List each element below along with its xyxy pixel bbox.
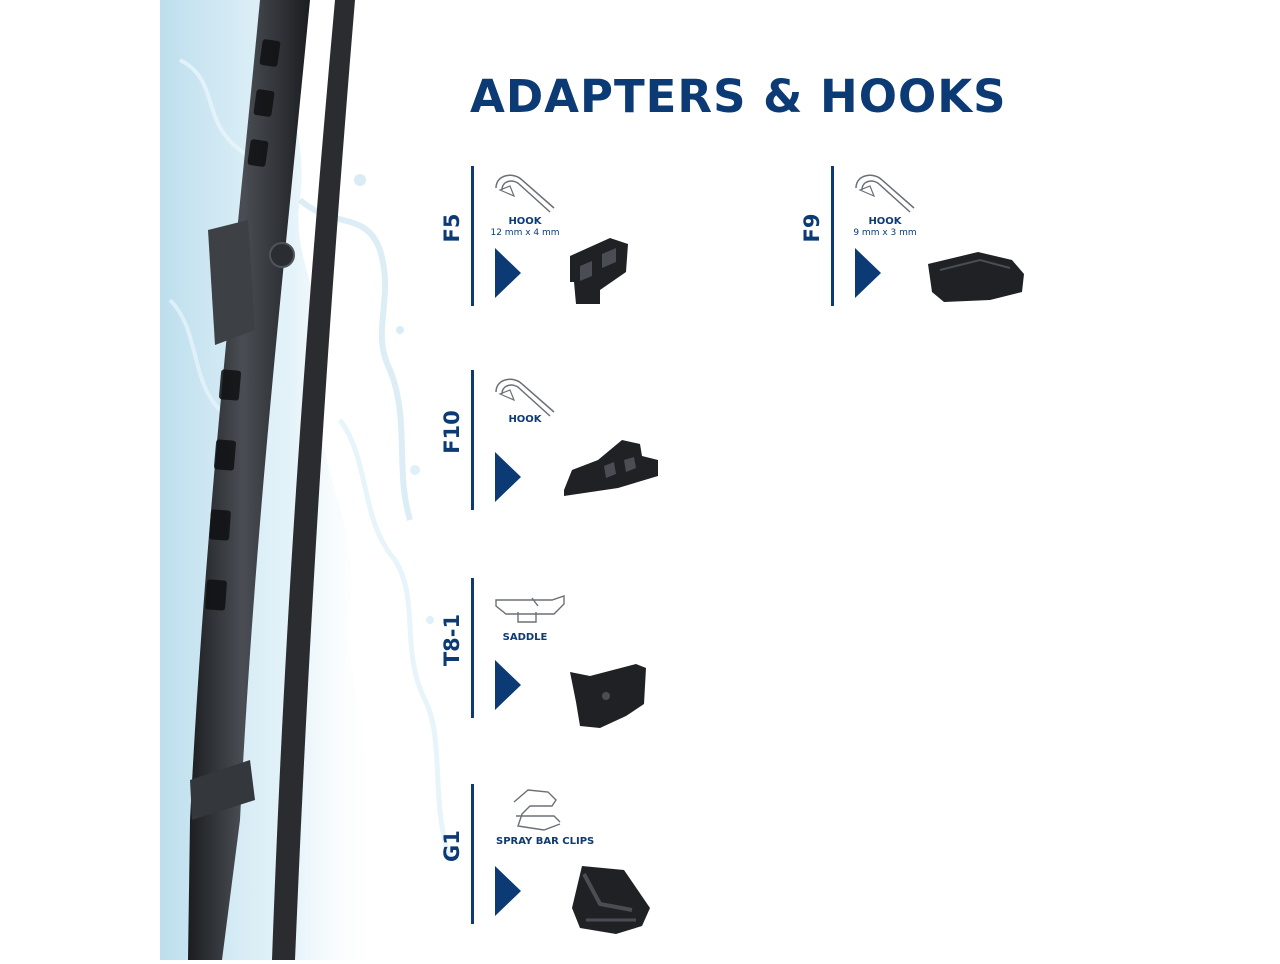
adapter-f5: F5 HOOK 12 mm x 4 mm — [440, 166, 640, 308]
adapter-dimensions: 9 mm x 3 mm — [853, 228, 917, 238]
adapter-f10: F10 HOOK — [440, 370, 658, 512]
arrow-right-icon — [495, 660, 521, 710]
adapter-type-label: SADDLE — [502, 632, 548, 643]
adapter-type-label: HOOK — [508, 414, 542, 425]
adapter-g1: G1 SPRAY BAR CLIPS — [440, 784, 650, 934]
hook-icon — [855, 174, 915, 213]
saddle-icon — [495, 595, 565, 623]
divider-bar — [471, 370, 474, 510]
hook-icon — [495, 174, 555, 213]
adapter-part-icon — [570, 238, 628, 304]
adapter-part-icon — [570, 664, 646, 728]
arrow-right-icon — [495, 248, 521, 298]
divider-bar — [831, 166, 834, 306]
divider-bar — [471, 784, 474, 924]
adapter-type-label: HOOK — [868, 216, 902, 227]
adapter-code: F10 — [440, 410, 464, 454]
arrow-right-icon — [855, 248, 881, 298]
adapter-type-label: SPRAY BAR CLIPS — [496, 836, 595, 847]
arrow-right-icon — [495, 452, 521, 502]
adapter-dimensions: 12 mm x 4 mm — [490, 228, 560, 238]
adapter-code: G1 — [440, 830, 464, 862]
adapter-part-icon — [572, 866, 650, 934]
adapter-code: T8-1 — [440, 613, 464, 667]
adapter-t8-1: T8-1 SADDLE — [440, 578, 646, 728]
adapter-code: F5 — [440, 213, 464, 243]
arrow-right-icon — [495, 866, 521, 916]
divider-bar — [471, 166, 474, 306]
wiper-blade-illustration — [160, 0, 460, 960]
adapter-f9: F9 HOOK 9 mm x 3 mm — [800, 166, 1024, 308]
wiper-blade-image — [160, 0, 453, 960]
spray-bar-clip-icon — [513, 789, 561, 831]
hook-icon — [495, 378, 555, 417]
page-title: ADAPTERS & HOOKS — [470, 70, 1007, 123]
adapter-part-icon — [564, 440, 658, 496]
adapter-type-label: HOOK — [508, 216, 542, 227]
divider-bar — [471, 578, 474, 718]
adapter-code: F9 — [800, 213, 824, 243]
adapter-part-icon — [928, 252, 1024, 302]
